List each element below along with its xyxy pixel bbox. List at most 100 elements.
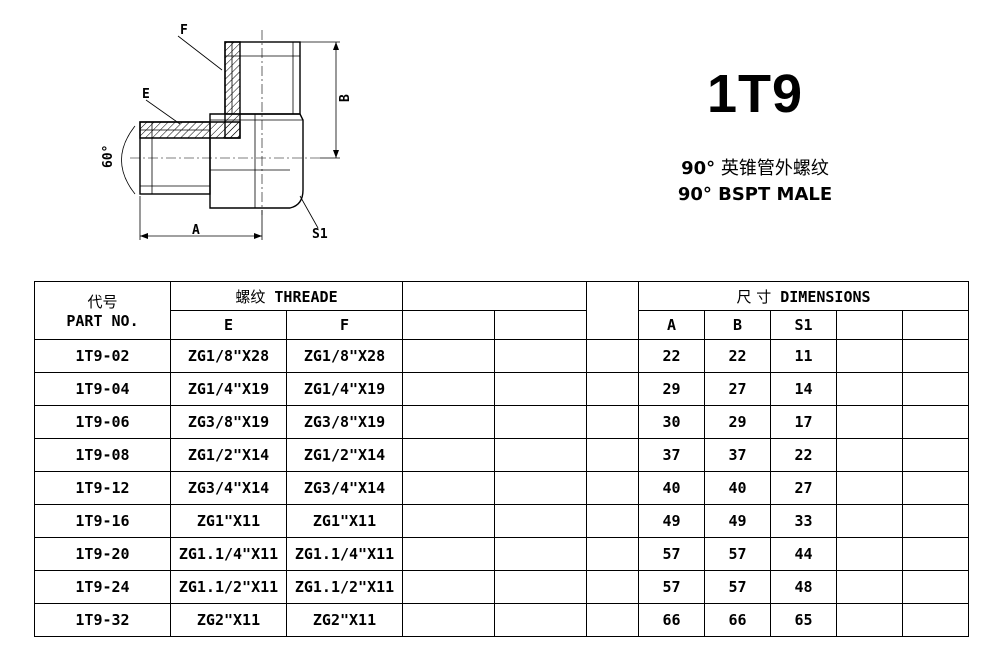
cell-part-no: 1T9-20 bbox=[34, 537, 171, 571]
cell-part-no: 1T9-04 bbox=[34, 372, 171, 406]
cell-blank bbox=[902, 372, 969, 406]
spec-table: 代号 PART NO. 螺纹 THREADE 尺 寸 DIMENSIONS E … bbox=[34, 281, 969, 637]
cell-blank bbox=[902, 603, 969, 637]
cell-blank bbox=[402, 405, 495, 439]
cell-blank bbox=[402, 339, 495, 373]
cell-dim-s1: 22 bbox=[770, 438, 837, 472]
cell-blank bbox=[836, 570, 903, 604]
angle-degree: 90° bbox=[681, 158, 716, 179]
cell-gap bbox=[586, 405, 639, 439]
cell-gap bbox=[586, 471, 639, 505]
cell-thread-f: ZG2"X11 bbox=[286, 603, 403, 637]
cell-thread-e: ZG2"X11 bbox=[170, 603, 287, 637]
cell-blank bbox=[902, 537, 969, 571]
cell-part-no: 1T9-16 bbox=[34, 504, 171, 538]
header-blank-3 bbox=[494, 310, 587, 340]
product-description-cn: 90° 英锥管外螺纹 bbox=[640, 158, 870, 180]
cell-dim-b: 57 bbox=[704, 570, 771, 604]
cell-dim-s1: 48 bbox=[770, 570, 837, 604]
cell-blank bbox=[902, 504, 969, 538]
cell-dim-b: 40 bbox=[704, 471, 771, 505]
cell-part-no: 1T9-06 bbox=[34, 405, 171, 439]
description-cn-text: 英锥管外螺纹 bbox=[720, 158, 829, 179]
cell-blank bbox=[836, 405, 903, 439]
header-thread: 螺纹 THREADE bbox=[170, 281, 403, 311]
cell-dim-a: 57 bbox=[638, 570, 705, 604]
fitting-drawing: F E A S1 B 60° bbox=[101, 23, 353, 242]
cell-dim-b: 22 bbox=[704, 339, 771, 373]
cell-blank bbox=[494, 537, 587, 571]
cell-dim-a: 49 bbox=[638, 504, 705, 538]
cell-blank bbox=[494, 438, 587, 472]
cell-blank bbox=[402, 537, 495, 571]
cell-thread-e: ZG1.1/4"X11 bbox=[170, 537, 287, 571]
cell-blank bbox=[902, 438, 969, 472]
cell-gap bbox=[586, 339, 639, 373]
header-part-no: 代号 PART NO. bbox=[34, 281, 171, 340]
cell-dim-b: 57 bbox=[704, 537, 771, 571]
cell-blank bbox=[902, 570, 969, 604]
cell-dim-a: 29 bbox=[638, 372, 705, 406]
cell-blank bbox=[836, 438, 903, 472]
cell-blank bbox=[902, 339, 969, 373]
cell-part-no: 1T9-32 bbox=[34, 603, 171, 637]
label-e: E bbox=[142, 87, 150, 102]
label-a: A bbox=[192, 223, 200, 238]
cell-blank bbox=[402, 471, 495, 505]
cell-blank bbox=[402, 603, 495, 637]
cell-gap bbox=[586, 603, 639, 637]
cell-thread-f: ZG1.1/2"X11 bbox=[286, 570, 403, 604]
cell-blank bbox=[836, 471, 903, 505]
cell-blank bbox=[836, 603, 903, 637]
cell-thread-f: ZG1"X11 bbox=[286, 504, 403, 538]
cell-thread-e: ZG1/2"X14 bbox=[170, 438, 287, 472]
cell-blank bbox=[402, 570, 495, 604]
cell-thread-e: ZG1"X11 bbox=[170, 504, 287, 538]
header-blank-1 bbox=[402, 281, 587, 311]
cell-dim-s1: 27 bbox=[770, 471, 837, 505]
header-blank-4 bbox=[836, 310, 903, 340]
cell-dim-s1: 11 bbox=[770, 339, 837, 373]
product-code: 1T9 bbox=[706, 64, 804, 124]
cell-thread-e: ZG3/4"X14 bbox=[170, 471, 287, 505]
cell-blank bbox=[494, 603, 587, 637]
cell-dim-b: 37 bbox=[704, 438, 771, 472]
cell-dim-a: 22 bbox=[638, 339, 705, 373]
cell-thread-f: ZG1/2"X14 bbox=[286, 438, 403, 472]
header-blank-2 bbox=[402, 310, 495, 340]
cell-blank bbox=[494, 471, 587, 505]
cell-part-no: 1T9-02 bbox=[34, 339, 171, 373]
product-description-en: 90° BSPT MALE bbox=[677, 184, 833, 205]
cell-dim-s1: 14 bbox=[770, 372, 837, 406]
cell-dim-a: 37 bbox=[638, 438, 705, 472]
cell-blank bbox=[494, 372, 587, 406]
cell-blank bbox=[836, 537, 903, 571]
cell-dim-b: 29 bbox=[704, 405, 771, 439]
cell-blank bbox=[902, 471, 969, 505]
cell-dim-s1: 44 bbox=[770, 537, 837, 571]
cell-dim-b: 49 bbox=[704, 504, 771, 538]
label-f: F bbox=[180, 23, 188, 38]
cell-dim-a: 30 bbox=[638, 405, 705, 439]
cell-gap bbox=[586, 570, 639, 604]
cell-thread-f: ZG1.1/4"X11 bbox=[286, 537, 403, 571]
header-f: F bbox=[286, 310, 403, 340]
cell-dim-s1: 65 bbox=[770, 603, 837, 637]
cell-blank bbox=[494, 339, 587, 373]
header-e: E bbox=[170, 310, 287, 340]
label-b: B bbox=[338, 94, 353, 102]
cell-part-no: 1T9-24 bbox=[34, 570, 171, 604]
cell-part-no: 1T9-12 bbox=[34, 471, 171, 505]
header-blank-5 bbox=[902, 310, 969, 340]
cell-blank bbox=[902, 405, 969, 439]
cell-blank bbox=[402, 372, 495, 406]
cell-thread-e: ZG1/4"X19 bbox=[170, 372, 287, 406]
